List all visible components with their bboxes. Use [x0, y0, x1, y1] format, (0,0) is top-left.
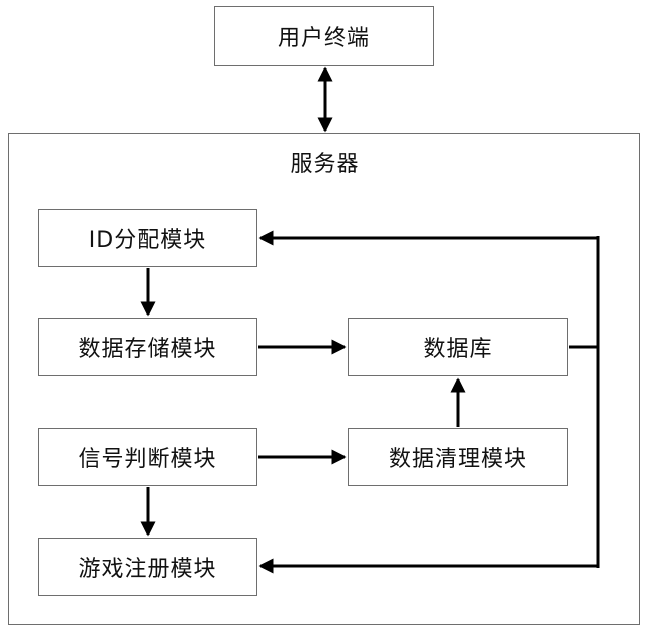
connector-layer: [0, 0, 650, 630]
